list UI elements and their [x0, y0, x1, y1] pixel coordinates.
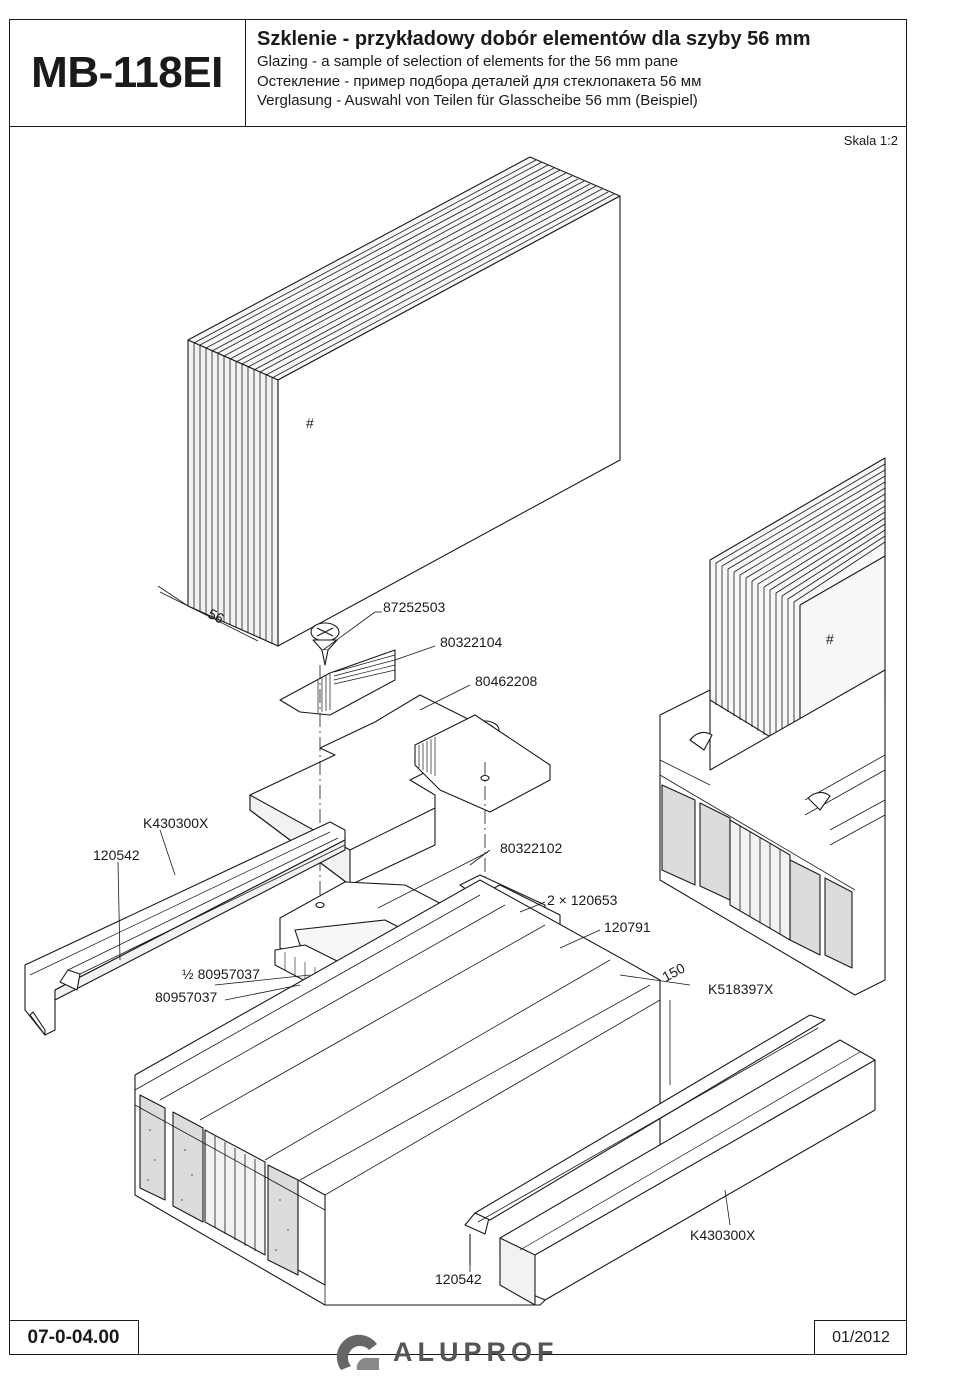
aluprof-logo-icon: [336, 1334, 379, 1370]
title-german: Verglasung - Auswahl von Teilen für Glas…: [257, 92, 698, 109]
glass-mark-right: #: [826, 631, 834, 647]
brand-block: ALUPROF: [335, 1327, 559, 1377]
model-cell: MB-118EI: [9, 19, 246, 127]
title-polish: Szklenie - przykładowy dobór elementów d…: [257, 28, 811, 50]
glazing-bead-right: [499, 1039, 876, 1306]
title-russian: Остекление - пример подбора деталей для …: [257, 72, 702, 90]
glass-pane-right: [709, 457, 886, 756]
glass-mark-main: #: [306, 415, 314, 431]
title-group: Szklenie - przykładowy dobór elementów d…: [257, 26, 811, 111]
label-80322104: 80322104: [440, 634, 503, 650]
title-block: [9, 19, 907, 127]
clip-lower: [414, 714, 551, 813]
label-120542-right: 120542: [435, 1271, 482, 1287]
label-80322102: 80322102: [500, 840, 563, 856]
label-80462208: 80462208: [475, 673, 538, 689]
title-english: Glazing - a sample of selection of eleme…: [257, 53, 679, 70]
leader-lines: [117, 611, 731, 1272]
label-87252503: 87252503: [383, 599, 446, 615]
gasket-right: [464, 1014, 826, 1265]
label-half-80957037: ½ 80957037: [182, 966, 260, 982]
dimension-56: [157, 585, 279, 647]
label-k518397x: K518397X: [708, 981, 774, 997]
label-2x120653: 2 × 120653: [547, 892, 618, 908]
exploded-assembly-drawing: # 56 #: [24, 156, 886, 1306]
clip-upper: [279, 649, 396, 716]
label-80957037: 80957037: [155, 989, 218, 1005]
screw-upper: [310, 622, 340, 666]
frame-profile-main: [134, 879, 661, 1306]
dim-56-label: 56: [205, 605, 226, 626]
drawing-sheet: [9, 19, 907, 1355]
scale-label: Skala 1:2: [843, 133, 898, 148]
glass-pane-main: [187, 156, 621, 647]
label-120542-left: 120542: [93, 847, 140, 863]
drawing-code: 07-0-04.00: [9, 1320, 139, 1355]
label-k430300x-left: K430300X: [143, 815, 209, 831]
frame-profile-right: [659, 669, 886, 996]
brand-name: ALUPROF: [393, 1336, 559, 1367]
model-code: MB-118EI: [31, 48, 223, 97]
drawing-date: 01/2012: [814, 1320, 907, 1355]
label-k430300x-right: K430300X: [690, 1227, 756, 1243]
gasket-left: [59, 837, 346, 991]
label-120791: 120791: [604, 919, 651, 935]
